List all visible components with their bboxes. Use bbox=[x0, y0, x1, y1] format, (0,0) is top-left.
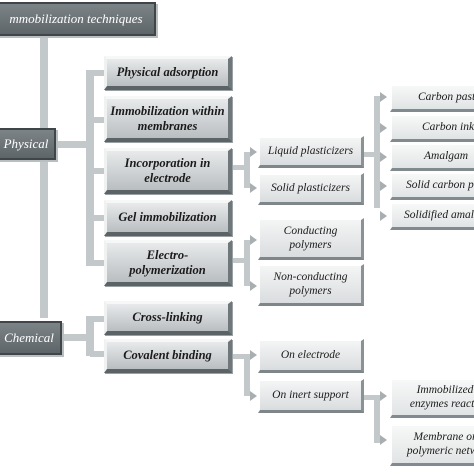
item-solid-carbon-paste: Solid carbon pas bbox=[390, 172, 474, 200]
method-electro-polymerization: Electro-polymerization bbox=[104, 240, 232, 286]
method-immobilization-within-membranes: Immobilization within membranes bbox=[104, 96, 232, 142]
connector bbox=[244, 152, 250, 188]
arrow-icon bbox=[250, 281, 257, 291]
arrow-icon bbox=[380, 92, 387, 102]
method-physical-adsorption: Physical adsorption bbox=[104, 56, 232, 90]
arrow-icon bbox=[380, 123, 387, 133]
connector bbox=[244, 354, 250, 396]
subtype-on-inert-support: On inert support bbox=[258, 379, 364, 413]
item-carbon-paste: Carbon paste bbox=[390, 84, 474, 112]
connector bbox=[232, 354, 244, 359]
connector bbox=[364, 152, 376, 157]
connector bbox=[40, 36, 48, 130]
item-solidified-amalgam: Solidified amalg bbox=[390, 202, 474, 230]
connector bbox=[90, 215, 104, 221]
connector bbox=[62, 334, 88, 341]
item-carbon-ink: Carbon ink bbox=[390, 114, 474, 142]
connector bbox=[90, 316, 104, 322]
connector bbox=[56, 141, 90, 148]
subtype-conducting-polymers: Conducting polymers bbox=[258, 218, 364, 260]
connector bbox=[40, 160, 48, 318]
arrow-icon bbox=[380, 211, 387, 221]
connector bbox=[90, 70, 104, 76]
method-covalent-binding: Covalent binding bbox=[104, 339, 232, 373]
subtype-non-conducting-polymers: Non-conducting polymers bbox=[258, 264, 364, 306]
arrow-icon bbox=[250, 183, 257, 193]
subtype-on-electrode: On electrode bbox=[258, 339, 364, 373]
arrow-icon bbox=[380, 435, 387, 445]
category-chemical: Chemical bbox=[0, 321, 62, 355]
connector bbox=[232, 258, 244, 263]
connector bbox=[364, 395, 376, 400]
connector bbox=[86, 316, 94, 356]
connector bbox=[374, 395, 380, 443]
arrow-icon bbox=[380, 391, 387, 401]
connector bbox=[90, 260, 104, 266]
item-amalgam: Amalgam bbox=[390, 143, 474, 171]
item-membrane-or-polymeric-network: Membrane or polymeric netwo bbox=[390, 424, 474, 466]
connector bbox=[90, 168, 104, 174]
category-physical: Physical bbox=[0, 128, 56, 160]
method-gel-immobilization: Gel immobilization bbox=[104, 200, 232, 236]
arrow-icon bbox=[250, 235, 257, 245]
subtype-solid-plasticizers: Solid plasticizers bbox=[258, 173, 364, 205]
subtype-liquid-plasticizers: Liquid plasticizers bbox=[258, 136, 364, 168]
method-cross-linking: Cross-linking bbox=[104, 301, 232, 335]
arrow-icon bbox=[250, 391, 257, 401]
arrow-icon bbox=[380, 152, 387, 162]
connector bbox=[90, 351, 104, 357]
connector bbox=[374, 96, 380, 208]
method-incorporation-in-electrode: Incorporation in electrode bbox=[104, 148, 232, 194]
connector bbox=[244, 240, 250, 286]
connector bbox=[90, 117, 104, 123]
connector bbox=[232, 165, 244, 170]
diagram-title: mmobilization techniques bbox=[0, 2, 156, 36]
item-immobilized-enzymes-reactor: Immobilized enzymes reacto bbox=[390, 378, 474, 418]
arrow-icon bbox=[380, 181, 387, 191]
arrow-icon bbox=[250, 147, 257, 157]
arrow-icon bbox=[250, 350, 257, 360]
